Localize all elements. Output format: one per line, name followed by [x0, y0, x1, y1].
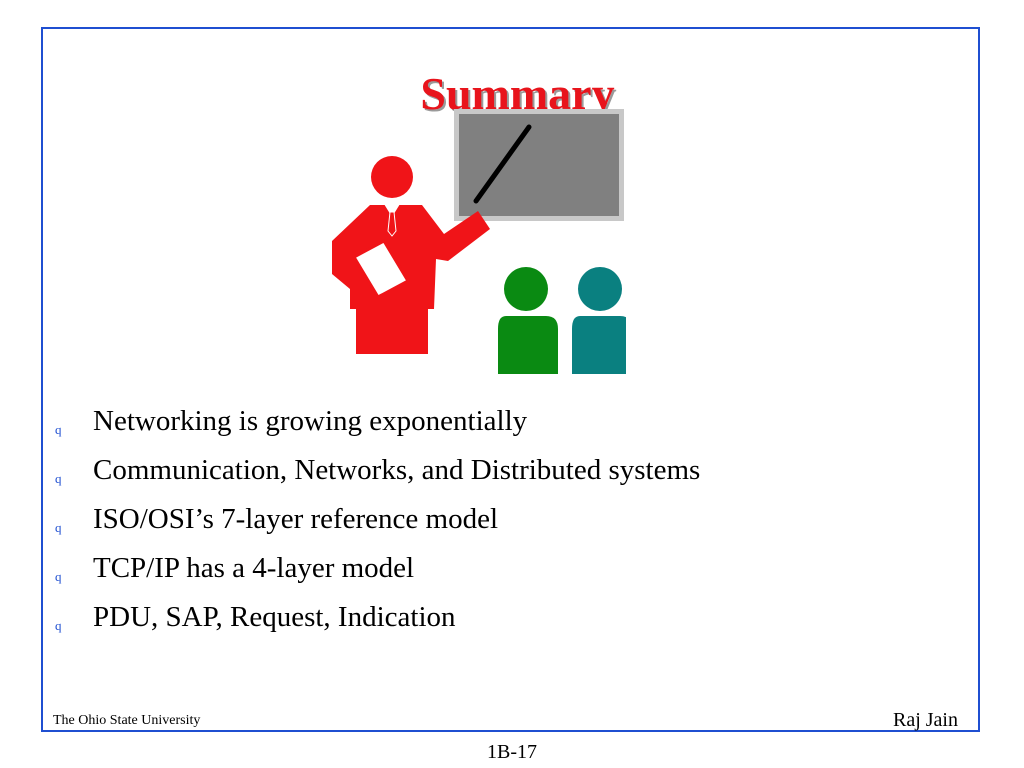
bullet-text: Communication, Networks, and Distributed…	[93, 454, 701, 486]
bullet-text: ISO/OSI’s 7-layer reference model	[93, 503, 499, 535]
bullet-text: PDU, SAP, Request, Indication	[93, 601, 456, 633]
bullet-marker: q	[55, 618, 62, 633]
listener-left	[498, 267, 558, 374]
footer-institution: The Ohio State University	[53, 713, 201, 728]
presenter-notes	[351, 239, 411, 299]
page-number: 1B-17	[487, 741, 537, 763]
presenter-torso	[332, 205, 490, 331]
list-item: q Communication, Networks, and Distribut…	[55, 454, 700, 503]
bullet-marker: q	[55, 569, 62, 584]
presenter-collar	[384, 204, 400, 217]
listener-right	[572, 267, 626, 374]
bullet-text: Networking is growing exponentially	[93, 405, 528, 437]
presenter-tie	[387, 211, 397, 237]
presenter-figure	[332, 156, 490, 354]
footer-author: Raj Jain	[893, 709, 958, 731]
pointer-stick	[473, 124, 532, 204]
bullet-marker: q	[55, 520, 62, 535]
list-item: q PDU, SAP, Request, Indication	[55, 601, 700, 650]
presenter-legs	[356, 309, 428, 354]
board-screen	[459, 114, 619, 216]
list-item: q TCP/IP has a 4-layer model	[55, 552, 700, 601]
bullet-marker: q	[55, 471, 62, 486]
list-item: q ISO/OSI’s 7-layer reference model	[55, 503, 700, 552]
bullet-marker: q	[55, 422, 62, 437]
list-item: q Networking is growing exponentially	[55, 405, 700, 454]
bullet-text: TCP/IP has a 4-layer model	[93, 552, 415, 584]
presenter-with-board-icon	[332, 109, 626, 374]
slide-frame: Summary q Networking is growing e	[41, 27, 980, 732]
presenter-head	[371, 156, 413, 198]
bullet-list: q Networking is growing exponentially q …	[55, 405, 700, 650]
